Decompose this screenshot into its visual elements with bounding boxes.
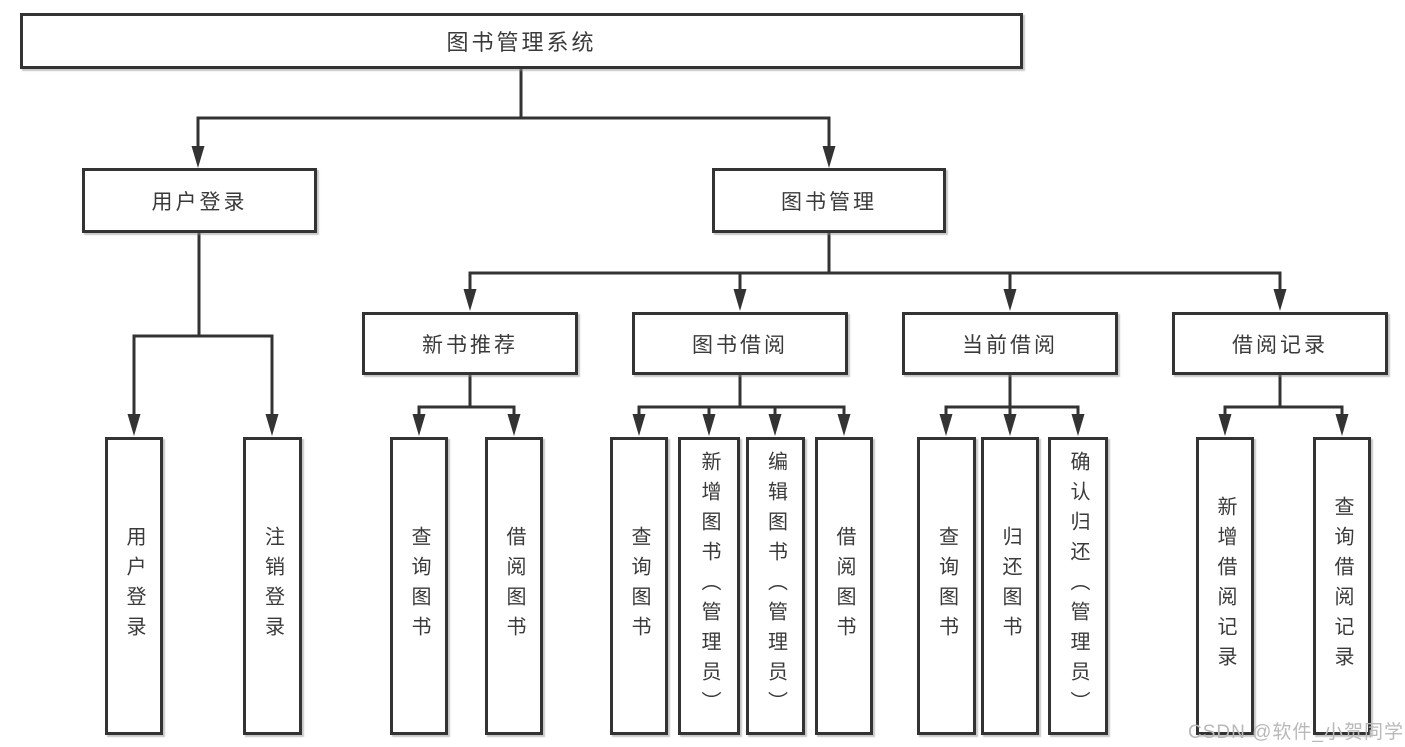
leaf-newrec-query-books: 查询图书: [390, 437, 448, 735]
node-book-borrowing-label: 图书借阅: [692, 333, 788, 357]
leaf-current-return-books-label: 归还图书: [999, 526, 1021, 646]
node-new-book-recommend: 新书推荐: [362, 312, 578, 375]
leaf-records-add-record: 新增借阅记录: [1196, 437, 1254, 735]
leaf-borrow-edit-books: 编辑图书（管理员）: [746, 437, 805, 735]
leaf-current-confirm-return: 确认归还（管理员）: [1048, 437, 1108, 735]
leaf-borrow-borrow-books: 借阅图书: [815, 437, 873, 735]
leaf-records-query-record: 查询借阅记录: [1313, 437, 1371, 735]
arrowheads: [127, 146, 1349, 436]
leaf-borrow-add-books: 新增图书（管理员）: [678, 437, 740, 735]
node-book-borrowing: 图书借阅: [632, 312, 848, 375]
leaf-logout-label: 注销登录: [261, 526, 284, 646]
node-library-system: 图书管理系统: [20, 13, 1023, 69]
leaf-current-query-books-label: 查询图书: [935, 526, 958, 646]
node-book-management: 图书管理: [712, 168, 946, 233]
leaf-current-return-books: 归还图书: [981, 437, 1039, 735]
leaf-user-login-label: 用户登录: [123, 526, 145, 646]
leaf-borrow-add-books-label: 新增图书（管理员）: [698, 451, 720, 721]
node-user-login-label: 用户登录: [151, 190, 248, 214]
leaf-records-query-record-label: 查询借阅记录: [1331, 496, 1353, 676]
leaf-borrow-borrow-books-label: 借阅图书: [833, 526, 855, 646]
node-new-book-recommend-label: 新书推荐: [422, 333, 518, 357]
leaf-logout: 注销登录: [243, 437, 302, 735]
node-library-system-label: 图书管理系统: [446, 30, 597, 55]
leaf-current-confirm-return-label: 确认归还（管理员）: [1067, 451, 1089, 721]
node-borrowing-records: 借阅记录: [1172, 312, 1388, 375]
leaf-borrow-edit-books-label: 编辑图书（管理员）: [764, 451, 787, 721]
node-book-management-label: 图书管理: [781, 190, 877, 214]
leaf-records-add-record-label: 新增借阅记录: [1214, 496, 1236, 676]
leaf-current-query-books: 查询图书: [917, 437, 976, 735]
leaf-newrec-query-books-label: 查询图书: [408, 526, 430, 646]
leaf-user-login: 用户登录: [105, 437, 163, 735]
node-borrowing-records-label: 借阅记录: [1232, 333, 1328, 357]
leaf-borrow-query-books: 查询图书: [610, 437, 668, 735]
node-current-borrowing-label: 当前借阅: [962, 333, 1058, 357]
node-user-login: 用户登录: [82, 168, 317, 233]
leaf-newrec-borrow-books: 借阅图书: [485, 437, 543, 735]
leaf-newrec-borrow-books-label: 借阅图书: [503, 526, 525, 646]
leaf-borrow-query-books-label: 查询图书: [628, 526, 650, 646]
csdn-watermark: CSDN @软件_小贺同学: [1188, 722, 1404, 743]
node-current-borrowing: 当前借阅: [902, 312, 1118, 375]
